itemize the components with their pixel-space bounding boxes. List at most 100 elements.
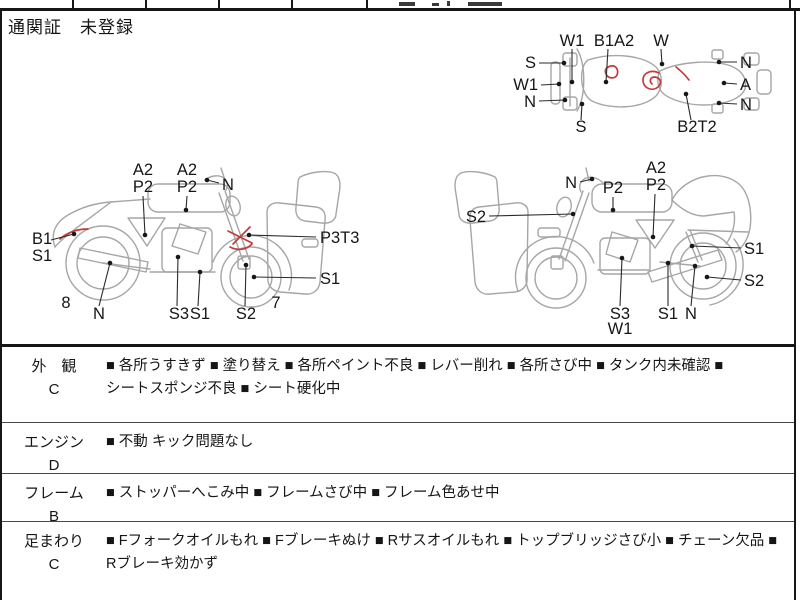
- category-label: エンジン: [23, 434, 84, 451]
- detached-cowl-lower: [266, 202, 326, 295]
- diagram-label: N: [685, 305, 697, 323]
- diagram-label: 7: [271, 294, 280, 312]
- handlebar: [204, 167, 229, 191]
- diagram-label: W: [653, 32, 669, 50]
- inspection-row-frame: フレーム B ■ ストッパーへこみ中 ■ フレームさび中 ■ フレーム色あせ中: [2, 473, 794, 525]
- category-label: フレーム: [24, 485, 84, 502]
- red-damage-marks-top-view: [604, 65, 690, 90]
- category-cell: エンジン D: [2, 423, 106, 474]
- diagram-label: P2: [177, 178, 197, 196]
- category-cell: フレーム B: [2, 474, 106, 525]
- inspection-row-exterior: 外 観 C ■ 各所うすきず ■ 塗り替え ■ 各所ペイント不良 ■ レバー削れ…: [2, 347, 794, 422]
- category-label: 足まわり: [23, 533, 84, 550]
- defects-cell: ■ 各所うすきず ■ 塗り替え ■ 各所ペイント不良 ■ レバー削れ ■ 各所さ…: [106, 347, 794, 422]
- diagram-label: A2: [646, 159, 666, 177]
- diagram-label: B1A2: [594, 32, 634, 50]
- diagram-label: S1: [658, 305, 678, 323]
- diagram-label: S1: [190, 305, 210, 323]
- cropped-text-fragment: [468, 2, 502, 6]
- defects-cell: ■ Fフォークオイルもれ ■ Fブレーキぬけ ■ Rサスオイルもれ ■ トップブ…: [106, 522, 794, 600]
- table-divider: [789, 0, 791, 8]
- diagram-label: A2: [133, 161, 153, 179]
- diagram-label: S2: [466, 208, 486, 226]
- inspection-table: 外 観 C ■ 各所うすきず ■ 塗り替え ■ 各所ペイント不良 ■ レバー削れ…: [2, 344, 794, 600]
- table-divider: [72, 0, 74, 8]
- headlight: [556, 196, 572, 218]
- defect-line: ■ ストッパーへこみ中 ■ フレームさび中 ■ フレーム色あせ中: [106, 485, 500, 501]
- category-cell: 足まわり C: [2, 522, 106, 600]
- diagram-label: B1: [32, 230, 52, 248]
- customs-row: 通関証未登録: [8, 13, 134, 38]
- leader-dots: [71, 177, 257, 280]
- detached-cowl-upper: [454, 170, 500, 224]
- grade-value: C: [48, 381, 60, 398]
- diagram-label: P2: [646, 176, 666, 194]
- inspection-row-undercarriage: 足まわり C ■ Fフォークオイルもれ ■ Fブレーキぬけ ■ Rサスオイルもれ…: [2, 521, 794, 600]
- engine: [599, 237, 651, 275]
- diagram-label: N: [740, 96, 752, 114]
- customs-label: 通関証: [8, 18, 62, 37]
- rear-fender: [709, 238, 744, 306]
- front-fork: [564, 192, 590, 262]
- diagram-label: W1: [608, 320, 633, 338]
- diagram-label: 8: [61, 294, 70, 312]
- diagram-label: P3T3: [320, 229, 359, 247]
- diagram-label: B2T2: [677, 118, 716, 136]
- defect-line: ■ 不動 キック問題なし: [106, 434, 254, 450]
- table-divider: [218, 0, 220, 8]
- category-cell: 外 観 C: [2, 347, 106, 422]
- customs-value: 未登録: [80, 18, 134, 37]
- category-label: 外 観: [31, 358, 77, 375]
- leader-lines: [50, 179, 317, 307]
- diagram-label: S1: [320, 270, 340, 288]
- front-fender: [212, 234, 293, 291]
- defects-cell: ■ ストッパーへこみ中 ■ フレームさび中 ■ フレーム色あせ中: [106, 474, 794, 521]
- defect-line: ■ 各所うすきず ■ 塗り替え ■ 各所ペイント不良 ■ レバー削れ ■ 各所さ…: [106, 358, 724, 374]
- leader-dots: [570, 176, 710, 280]
- defect-line: Rブレーキ効かず: [106, 556, 218, 572]
- leader-lines: [488, 178, 742, 307]
- rear-wheel: [65, 225, 141, 301]
- rear-wheel: [669, 232, 737, 300]
- leader-lines: [538, 48, 738, 121]
- cropped-table-row: [0, 0, 800, 11]
- sheet-right-border: [794, 8, 796, 600]
- diagram-label: N: [565, 174, 577, 192]
- grade-value: D: [48, 457, 60, 474]
- defect-line: ■ Fフォークオイルもれ ■ Fブレーキぬけ ■ Rサスオイルもれ ■ トップブ…: [106, 533, 778, 549]
- diagram-label: W1: [513, 76, 538, 94]
- diagram-label: S2: [744, 272, 764, 290]
- cropped-text-fragment: [447, 1, 450, 6]
- diagram-label: S1: [744, 240, 764, 258]
- table-divider: [291, 0, 293, 8]
- defect-line: シートスポンジ不良 ■ シート硬化中: [106, 381, 341, 397]
- handlebar: [578, 167, 605, 193]
- inspection-row-engine: エンジン D ■ 不動 キック問題なし: [2, 422, 794, 474]
- front-wheel: [525, 247, 587, 309]
- diagram-label: S: [575, 118, 586, 136]
- diagram-label: N: [93, 305, 105, 323]
- cropped-text-fragment: [432, 3, 439, 6]
- diagram-label: A2: [177, 161, 197, 179]
- cropped-text-fragment: [399, 2, 415, 6]
- diagram-label: W1: [560, 32, 585, 50]
- table-divider: [145, 0, 147, 8]
- diagram-label: S3: [610, 305, 630, 323]
- diagram-label: P2: [603, 179, 623, 197]
- headlight: [225, 195, 241, 217]
- diagram-label: A: [740, 76, 751, 94]
- muffler: [77, 247, 149, 273]
- diagram-label: S2: [236, 305, 256, 323]
- sheet-left-border: [0, 8, 2, 600]
- side-cover: [635, 219, 675, 249]
- table-divider: [366, 0, 368, 8]
- diagram-label: N: [222, 176, 234, 194]
